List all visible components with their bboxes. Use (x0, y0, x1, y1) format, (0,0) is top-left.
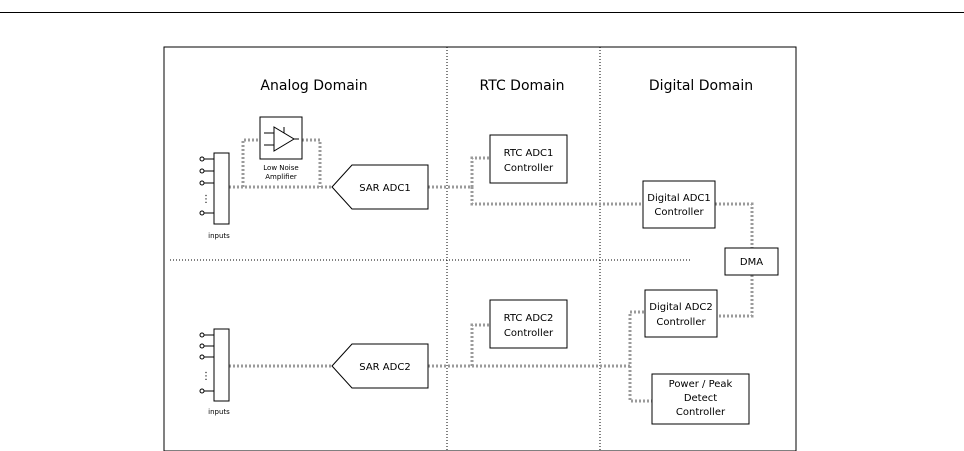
lna-box (259, 116, 303, 160)
rtc-adc1-box (489, 134, 568, 184)
input-bus-1: ⋮ inputs (199, 152, 230, 240)
power-peak-label-line3: Controller (676, 407, 726, 418)
low-noise-amplifier: Low Noise Amplifier (259, 116, 303, 181)
rtc-adc1-label-line2: Controller (504, 163, 554, 174)
wire-lna-output (302, 138, 322, 187)
dma-label: DMA (740, 257, 763, 268)
wire-digital-adc1-to-dma (715, 202, 754, 248)
wire-lna-input (241, 138, 260, 187)
lna-label-line2: Amplifier (265, 173, 297, 181)
wire-sar-adc2-to-rtc-adc2 (428, 323, 490, 368)
digital-adc2-box (644, 289, 718, 338)
input-bus-2-bar (213, 328, 230, 402)
digital-adc2-label-line1: Digital ADC2 (649, 302, 713, 313)
sar-adc2-label: SAR ADC2 (359, 362, 410, 373)
input-bus-1-label: inputs (208, 232, 230, 240)
sar-adc1-label: SAR ADC1 (359, 183, 410, 194)
input-bus-2-label: inputs (208, 408, 230, 416)
dma-block: DMA (724, 247, 779, 276)
lna-label-line1: Low Noise (263, 164, 298, 172)
rtc-adc2-label-line2: Controller (504, 328, 554, 339)
dma-box (724, 247, 779, 276)
power-peak-box (651, 373, 750, 425)
wire-to-power-peak (628, 366, 652, 403)
rtc-adc1-label-line1: RTC ADC1 (504, 148, 554, 159)
wire-sar-adc2-to-digital (472, 310, 645, 368)
analog-domain-title: Analog Domain (260, 78, 367, 94)
wire-sar-adc1-to-rtc-adc1 (428, 156, 490, 189)
wire-dma-to-digital-adc2 (717, 275, 754, 318)
sar-adc2-block: SAR ADC2 (331, 343, 429, 389)
rtc-domain-title: RTC Domain (480, 78, 565, 94)
digital-adc2-label-line2: Controller (656, 317, 706, 328)
input-bus-1-bar (213, 152, 230, 225)
wire-rtc-adc1-to-digital-adc1 (470, 187, 643, 206)
rtc-adc1-controller: RTC ADC1 Controller (489, 134, 568, 184)
sar-adc1-block: SAR ADC1 (331, 164, 429, 210)
sar-adc2-shape (331, 343, 429, 389)
digital-adc1-label-line1: Digital ADC1 (647, 193, 711, 204)
input-bus-2-ellipsis: ⋮ (201, 371, 211, 382)
diagram-frame (163, 46, 797, 451)
rtc-adc2-box (489, 299, 568, 349)
digital-adc1-controller: Digital ADC1 Controller (642, 180, 716, 229)
power-peak-label-line1: Power / Peak (669, 379, 733, 390)
digital-domain-title: Digital Domain (649, 78, 753, 94)
amplifier-icon (264, 126, 299, 152)
rtc-adc2-controller: RTC ADC2 Controller (489, 299, 568, 349)
page-top-rule (0, 12, 964, 13)
input-bus-2: ⋮ inputs (199, 328, 230, 416)
digital-adc2-controller: Digital ADC2 Controller (644, 289, 718, 338)
input-bus-1-ellipsis: ⋮ (201, 194, 211, 205)
power-peak-detect-controller: Power / Peak Detect Controller (651, 373, 750, 425)
sar-adc1-shape (331, 164, 429, 210)
power-peak-label-line2: Detect (684, 393, 717, 404)
rtc-adc2-label-line1: RTC ADC2 (504, 313, 554, 324)
digital-adc1-label-line2: Controller (654, 207, 704, 218)
digital-adc1-box (642, 180, 716, 229)
